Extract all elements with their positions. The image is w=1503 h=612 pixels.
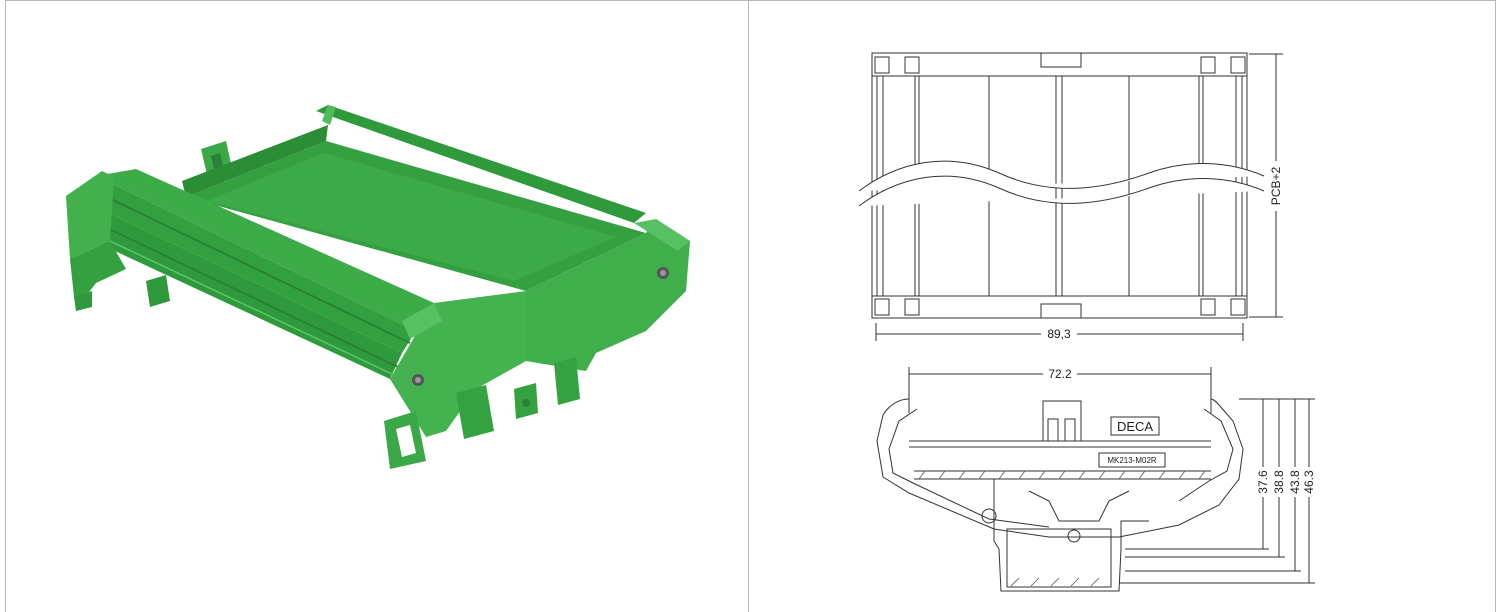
model-label: MK213-M02R: [1107, 456, 1157, 465]
dim-h4-bg: [1302, 467, 1316, 497]
table-frame: [5, 0, 1496, 612]
dim-width-label: 89,3: [1047, 327, 1071, 341]
dim-height-3: 43.8: [1288, 470, 1302, 494]
dim-length-bg: [1269, 161, 1283, 211]
dim-height-4: 46.3: [1302, 470, 1316, 494]
dim-height-1: 37.6: [1256, 470, 1270, 494]
brand-label: DECA: [1117, 419, 1153, 434]
dim-length-label: PCB+2: [1269, 166, 1283, 205]
hatch-lines: [918, 470, 1206, 587]
table-top-border: [5, 0, 1496, 1]
column-divider: [748, 0, 749, 612]
dim-height-2: 38.8: [1272, 470, 1286, 494]
dimension-drawing: 89,3 PCB+2 72.2 DECA MK213-M02R 37.6 38.…: [858, 52, 1316, 592]
dim-h3-bg: [1288, 467, 1302, 497]
dim-width-bg: [1041, 327, 1077, 341]
dim-inner-width-bg: [1043, 367, 1077, 381]
dim-inner-width-label: 72.2: [1048, 367, 1072, 381]
din-rail-carrier-illustration: [66, 105, 690, 469]
technical-drawing-panel: 89,3 PCB+2 72.2 DECA MK213-M02R 37.6 38.…: [749, 1, 1495, 612]
dim-h1-bg: [1256, 467, 1270, 497]
product-photo-panel: [6, 1, 748, 612]
dim-h2-bg: [1272, 467, 1286, 497]
